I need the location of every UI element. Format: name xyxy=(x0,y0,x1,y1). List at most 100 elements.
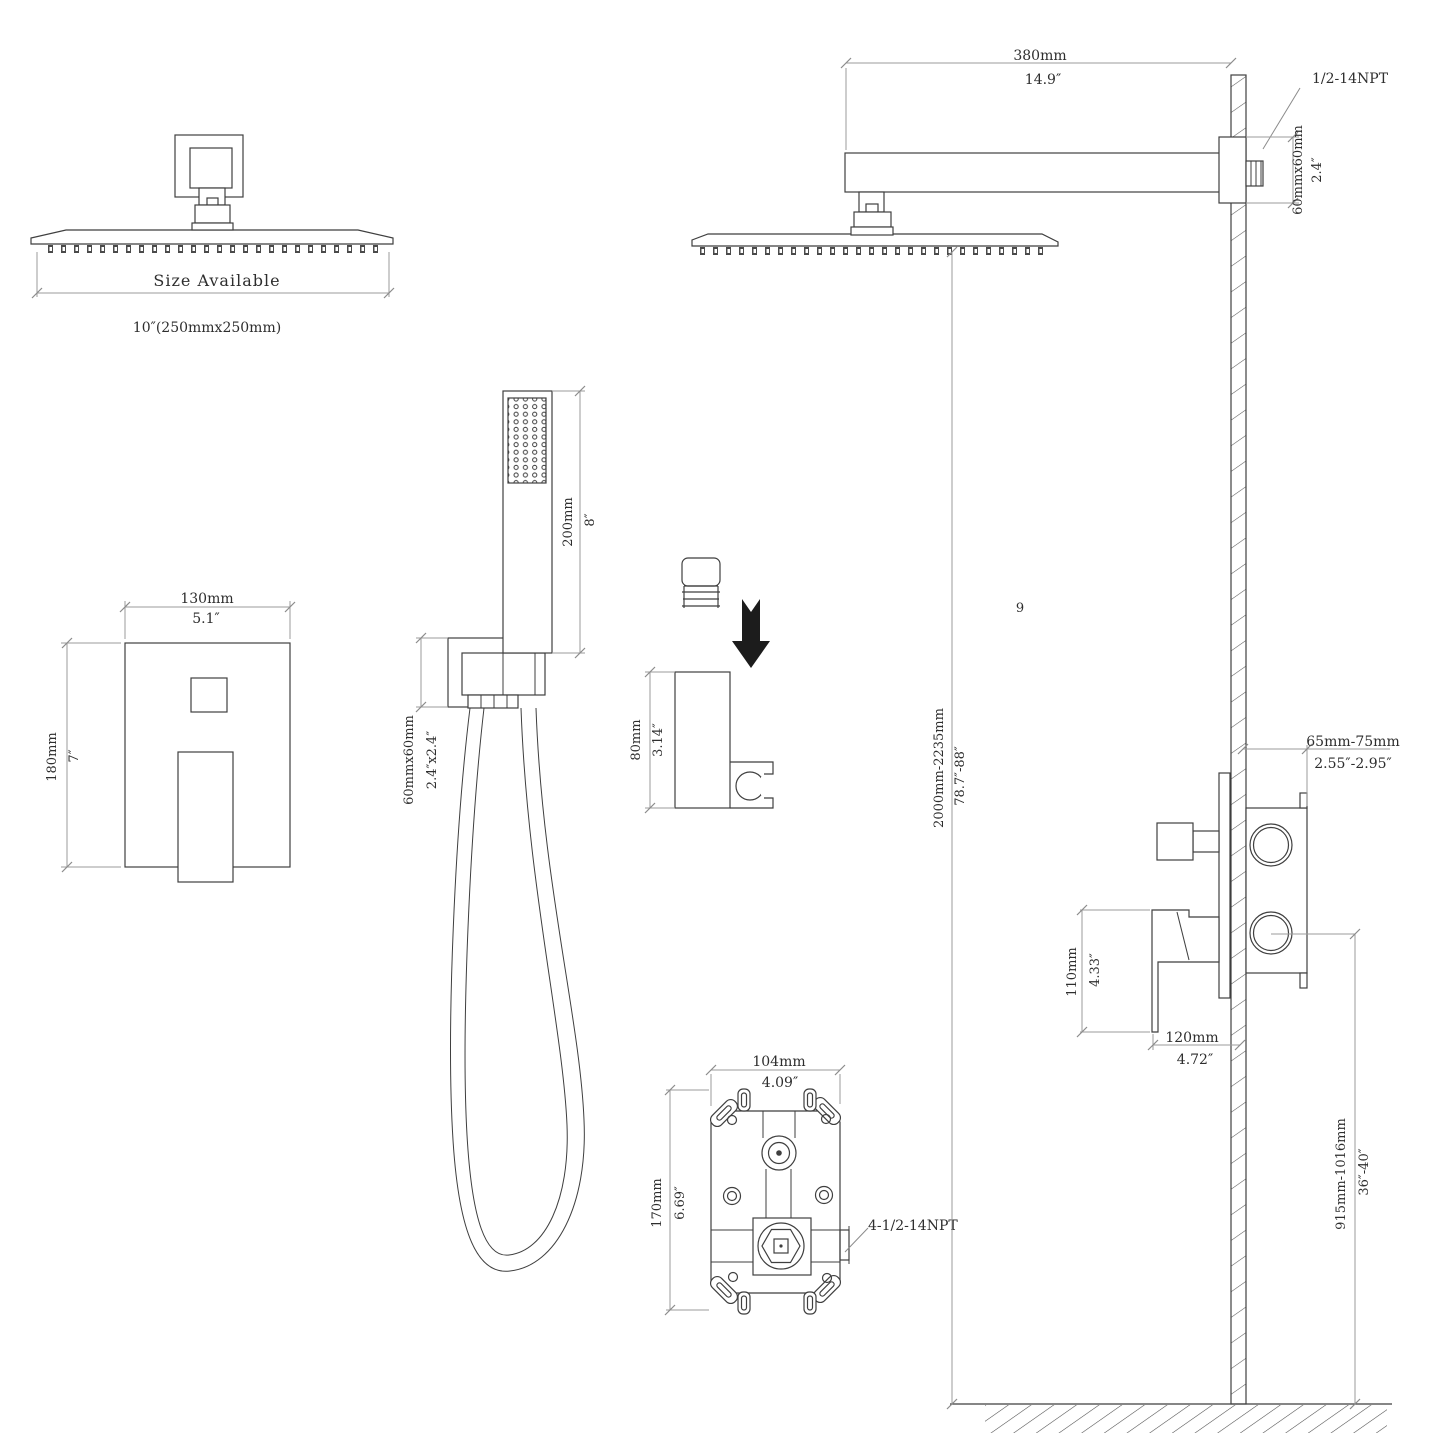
valve-npt-label: 4-1/2-14NPT xyxy=(868,1218,958,1234)
dim-tick xyxy=(1076,904,1088,916)
cartridge-dot xyxy=(779,1244,783,1248)
mixer-handle xyxy=(1151,909,1220,1033)
overall-height-dimension: 2000mm-2235mm 78.7″-88″ 9 xyxy=(932,246,1024,1410)
hand-shower-assembly: 200mm 8″ 60mmx60mm 2.4″x2.4″ xyxy=(402,385,598,1272)
body-channel xyxy=(765,1169,792,1218)
dim-tick xyxy=(119,601,131,613)
dim-tick xyxy=(383,287,395,299)
diverter-button xyxy=(190,677,228,713)
handle-height-in: 4.33″ xyxy=(1088,953,1103,987)
bracket-height-mm: 80mm xyxy=(629,719,644,760)
showerhead-plate xyxy=(30,229,394,245)
flange-size-in: 2.4″ xyxy=(1310,157,1325,183)
adapter-plug-threads xyxy=(682,585,720,608)
lower-port-inner xyxy=(1252,914,1290,952)
side-channels xyxy=(711,1229,840,1263)
height-extension-lines xyxy=(61,642,121,868)
showerhead-size-view: Size Available 10″(250mmx250mm) xyxy=(30,134,395,336)
ball-joint-inner xyxy=(189,147,233,189)
arm-length-in: 14.9″ xyxy=(1025,72,1061,88)
bracket-height-in: 3.14″ xyxy=(651,723,666,757)
top-port-mid xyxy=(767,1141,791,1165)
bracket-assembly: 80mm 3.14″ xyxy=(629,557,774,814)
joint-neck-tab xyxy=(865,203,879,213)
holder-size-mm: 60mmx60mm xyxy=(402,715,417,805)
dim-tick xyxy=(574,647,586,659)
trim-height-mm: 180mm xyxy=(45,732,60,781)
valve-body xyxy=(1245,807,1308,974)
handle-taper-line xyxy=(1176,911,1190,961)
box-height-in: 6.69″ xyxy=(673,1186,688,1220)
dim-tick xyxy=(415,701,427,713)
dim-tick xyxy=(1076,1026,1088,1038)
npt-leader xyxy=(1262,87,1301,150)
dim-tick xyxy=(31,287,43,299)
dim-tick xyxy=(1349,1398,1361,1410)
lower-port-outer xyxy=(1249,911,1293,955)
head-height-mm: 2000mm-2235mm xyxy=(932,708,947,828)
wall-flange xyxy=(1218,136,1247,204)
shower-arm xyxy=(844,152,1232,193)
dim-tick xyxy=(705,1064,717,1076)
side-hole-outer xyxy=(722,1186,742,1206)
diverter-knob-stem xyxy=(1192,830,1220,853)
bracket-clip-outline xyxy=(730,761,774,809)
mounting-tab xyxy=(737,1088,751,1112)
valve-depth-mm: 65mm-75mm xyxy=(1306,734,1399,750)
side-port xyxy=(839,1229,850,1261)
upper-port-inner xyxy=(1252,826,1290,864)
screw-hole xyxy=(821,1272,833,1284)
flange-extension-lines xyxy=(1246,136,1299,204)
spray-face xyxy=(507,397,547,484)
handle-height-mm: 110mm xyxy=(1065,947,1080,996)
adapter-plug-cap xyxy=(681,557,721,587)
dim-tick xyxy=(1225,57,1237,69)
bracket-clip-gap xyxy=(761,777,772,795)
cartridge-housing xyxy=(752,1217,812,1276)
cartridge-circle xyxy=(757,1222,805,1270)
wall-section xyxy=(950,74,1392,1433)
npt-label: 1/2-14NPT xyxy=(1312,71,1389,87)
box-height-extension xyxy=(666,1089,709,1311)
flange-size-mm: 60mmx60mm xyxy=(1291,125,1306,215)
side-hole-inner xyxy=(726,1190,738,1202)
valve-trim-front-view: 130mm 5.1″ 180mm 7″ xyxy=(45,591,296,883)
handle-width-mm: 120mm xyxy=(1165,1030,1218,1046)
joint-base-lower xyxy=(850,226,894,236)
dim-tick xyxy=(834,1064,846,1076)
screw-hole xyxy=(727,1271,739,1283)
hose-nut-segments xyxy=(480,695,508,708)
diverter-knob xyxy=(1156,822,1194,861)
dim-tick xyxy=(1147,1039,1159,1051)
hose-inner xyxy=(464,707,568,1256)
wand-length-in: 8″ xyxy=(583,513,598,526)
joint-base-upper xyxy=(853,211,892,228)
size-spec-label: 10″(250mmx250mm) xyxy=(133,320,281,336)
valve-height-dim-line xyxy=(1271,933,1356,1404)
size-available-label: Size Available xyxy=(153,271,280,290)
rough-in-valve-box: 104mm 4.09″ 170mm 6.69″ 4-1/2-14NPT xyxy=(650,1054,958,1316)
cartridge-square xyxy=(773,1238,789,1254)
hose-outer xyxy=(450,707,585,1272)
dim-tick xyxy=(1237,743,1249,755)
valve-npt-leader xyxy=(844,1227,869,1253)
valve-tab-bottom xyxy=(1299,972,1308,989)
joint-neck-tab xyxy=(206,197,219,206)
box-width-mm: 104mm xyxy=(752,1054,805,1070)
mounting-tab xyxy=(803,1088,817,1112)
trim-width-mm: 130mm xyxy=(180,591,233,607)
npt-nipple xyxy=(1245,160,1264,187)
head-height-in: 78.7″-88″ xyxy=(953,746,968,806)
bracket-clip-circle xyxy=(735,771,765,801)
top-port-center xyxy=(776,1150,782,1156)
size-extension-lines xyxy=(36,252,390,297)
trim-handle xyxy=(177,751,234,883)
holder-size-in: 2.4″x2.4″ xyxy=(425,731,440,790)
side-hole-inner xyxy=(818,1189,830,1201)
dim-tick xyxy=(415,632,427,644)
dim-tick xyxy=(1287,131,1299,143)
dim-tick xyxy=(946,246,958,258)
dim-tick xyxy=(1234,1039,1246,1051)
